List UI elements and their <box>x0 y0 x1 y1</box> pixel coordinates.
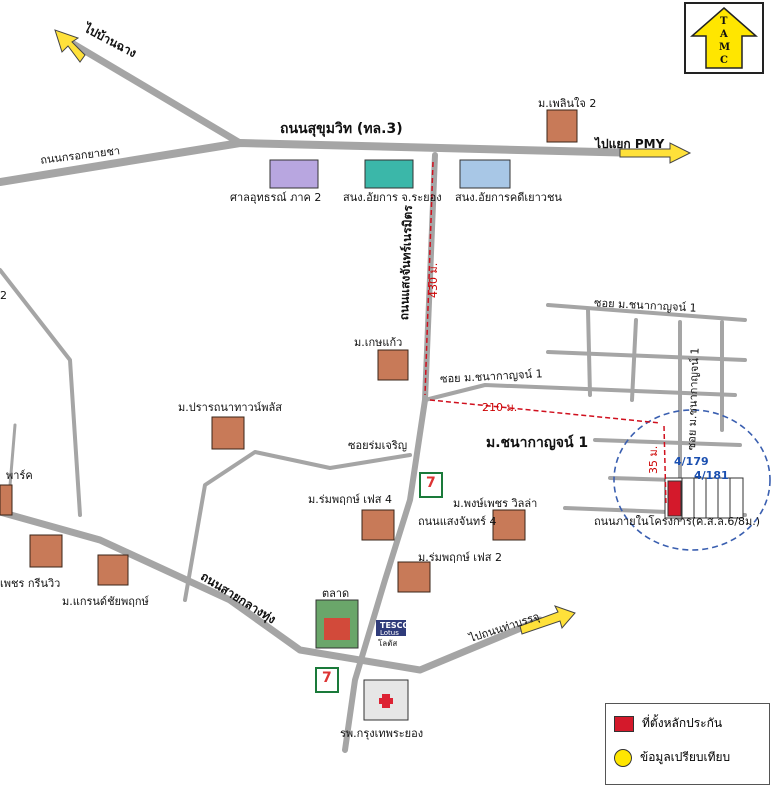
arrow-tabrarak <box>519 605 576 635</box>
plot-lots <box>664 477 744 519</box>
tamc-letter-m: M <box>719 42 731 53</box>
road-saengchan <box>342 152 438 753</box>
road-left-vert <box>0 268 82 517</box>
road-to-ban-chang <box>66 38 244 147</box>
saengchan4-label: ถนนแสงจันทร์ 4 <box>418 515 497 528</box>
soi-chanakan1-vert-label: ซอย ม.ชนากาญจน์ 1 <box>685 347 702 451</box>
plot-179-label: 4/179 <box>674 455 709 468</box>
houses <box>0 109 578 593</box>
road-grid-mid <box>546 350 747 362</box>
sukhumvit-label: ถนนสุขุมวิท (ทล.3) <box>280 121 403 137</box>
edge-number-label: 2 <box>0 289 7 302</box>
collateral-swatch <box>614 715 634 732</box>
tesco-thai-label: โลตัส <box>378 639 398 648</box>
seven-eleven-signs <box>315 472 443 693</box>
distance-210-label: 210 ม. <box>482 401 518 414</box>
comparison-swatch <box>614 748 632 767</box>
tesco-sub-label: Lotus <box>380 629 399 637</box>
pongpetch-label: ม.พงษ์เพชร วิลล่า <box>453 497 538 510</box>
arrow-pmy <box>619 142 692 164</box>
saengchan-label: ถนนแสงจันทร์เนรมิตร <box>397 204 416 321</box>
rompruk2-label: ม.ร่มพฤกษ์ เฟส 2 <box>418 551 502 564</box>
property-circle <box>613 409 771 551</box>
gov-buildings <box>269 159 511 189</box>
rompruk4-label: ม.ร่มพฤกษ์ เฟส 4 <box>308 493 392 506</box>
legend-row-collateral: ที่ตั้งหลักประกัน <box>614 714 722 733</box>
to-pmy-label: ไปแยก PMY <box>595 137 665 151</box>
road-grid-h1 <box>593 438 742 447</box>
tamc-logo: T A M C <box>684 2 764 74</box>
distance-430-label: 430 ม. <box>427 262 440 298</box>
legend: ที่ตั้งหลักประกัน ข้อมูลเปรียบเทียบ <box>605 703 770 785</box>
tamc-letter-t: T <box>720 16 728 27</box>
hospital-label: รพ.กรุงเทพระยอง <box>340 727 424 740</box>
seven-eleven-label-1: 7 <box>426 475 436 491</box>
seven-eleven-label-2: 7 <box>322 670 332 686</box>
collateral-marker <box>667 480 682 517</box>
project-road-label: ถนนภายในโครงการ(ค.ส.ล.6/8ม.) <box>594 515 761 528</box>
roads <box>0 38 747 753</box>
youth-prosecutor-label: สนง.อัยการคดีเยาวชน <box>455 191 562 204</box>
road-grid-v1 <box>586 308 592 397</box>
tamc-logo-arrow <box>690 7 758 69</box>
arrow-ban-chang <box>54 29 86 63</box>
legend-row-comparison: ข้อมูลเปรียบเทียบ <box>614 748 730 767</box>
pleonjai2-label: ม.เพลินใจ 2 <box>538 97 597 110</box>
court-label: ศาลอุทธรณ์ ภาค 2 <box>230 191 322 204</box>
road-saiklangthung <box>0 508 544 674</box>
pranthana-label: ม.ปรารถนาทาวน์พลัส <box>178 401 282 414</box>
tesco-icon <box>376 620 406 636</box>
tesco-label: TESCO <box>380 621 410 630</box>
distance-lines <box>424 161 667 506</box>
chanakan1-label: ม.ชนากาญจน์ 1 <box>486 435 589 451</box>
soi-romcharoen-label: ซอยร่มเจริญ <box>348 439 408 452</box>
direction-arrows <box>54 29 692 635</box>
park-label: พาร์ค <box>6 469 33 482</box>
tamc-letter-a: A <box>720 29 728 40</box>
plot-181-label: 4/181 <box>694 469 729 482</box>
road-grid-v2 <box>630 318 638 402</box>
legend-collateral-label: ที่ตั้งหลักประกัน <box>642 716 723 730</box>
road-romcharoen <box>183 450 412 602</box>
petch-greenview-label: เพชร กรีนวิว <box>0 577 61 590</box>
distance-35-label: 35 ม. <box>647 445 660 474</box>
road-grid-top <box>546 303 747 322</box>
grand-chaiyapruk-label: ม.แกรนด์ชัยพฤกษ์ <box>62 595 149 608</box>
kasetkaew-label: ม.เกษแก้ว <box>354 336 403 349</box>
legend-comparison-label: ข้อมูลเปรียบเทียบ <box>640 750 731 764</box>
road-soi-chanakan1 <box>423 383 737 402</box>
prosecutor-label: สนง.อัยการ จ.ระยอง <box>343 191 442 204</box>
hospital-icon <box>363 679 409 721</box>
market-label: ตลาด <box>322 587 350 600</box>
tamc-letter-c: C <box>720 55 728 66</box>
